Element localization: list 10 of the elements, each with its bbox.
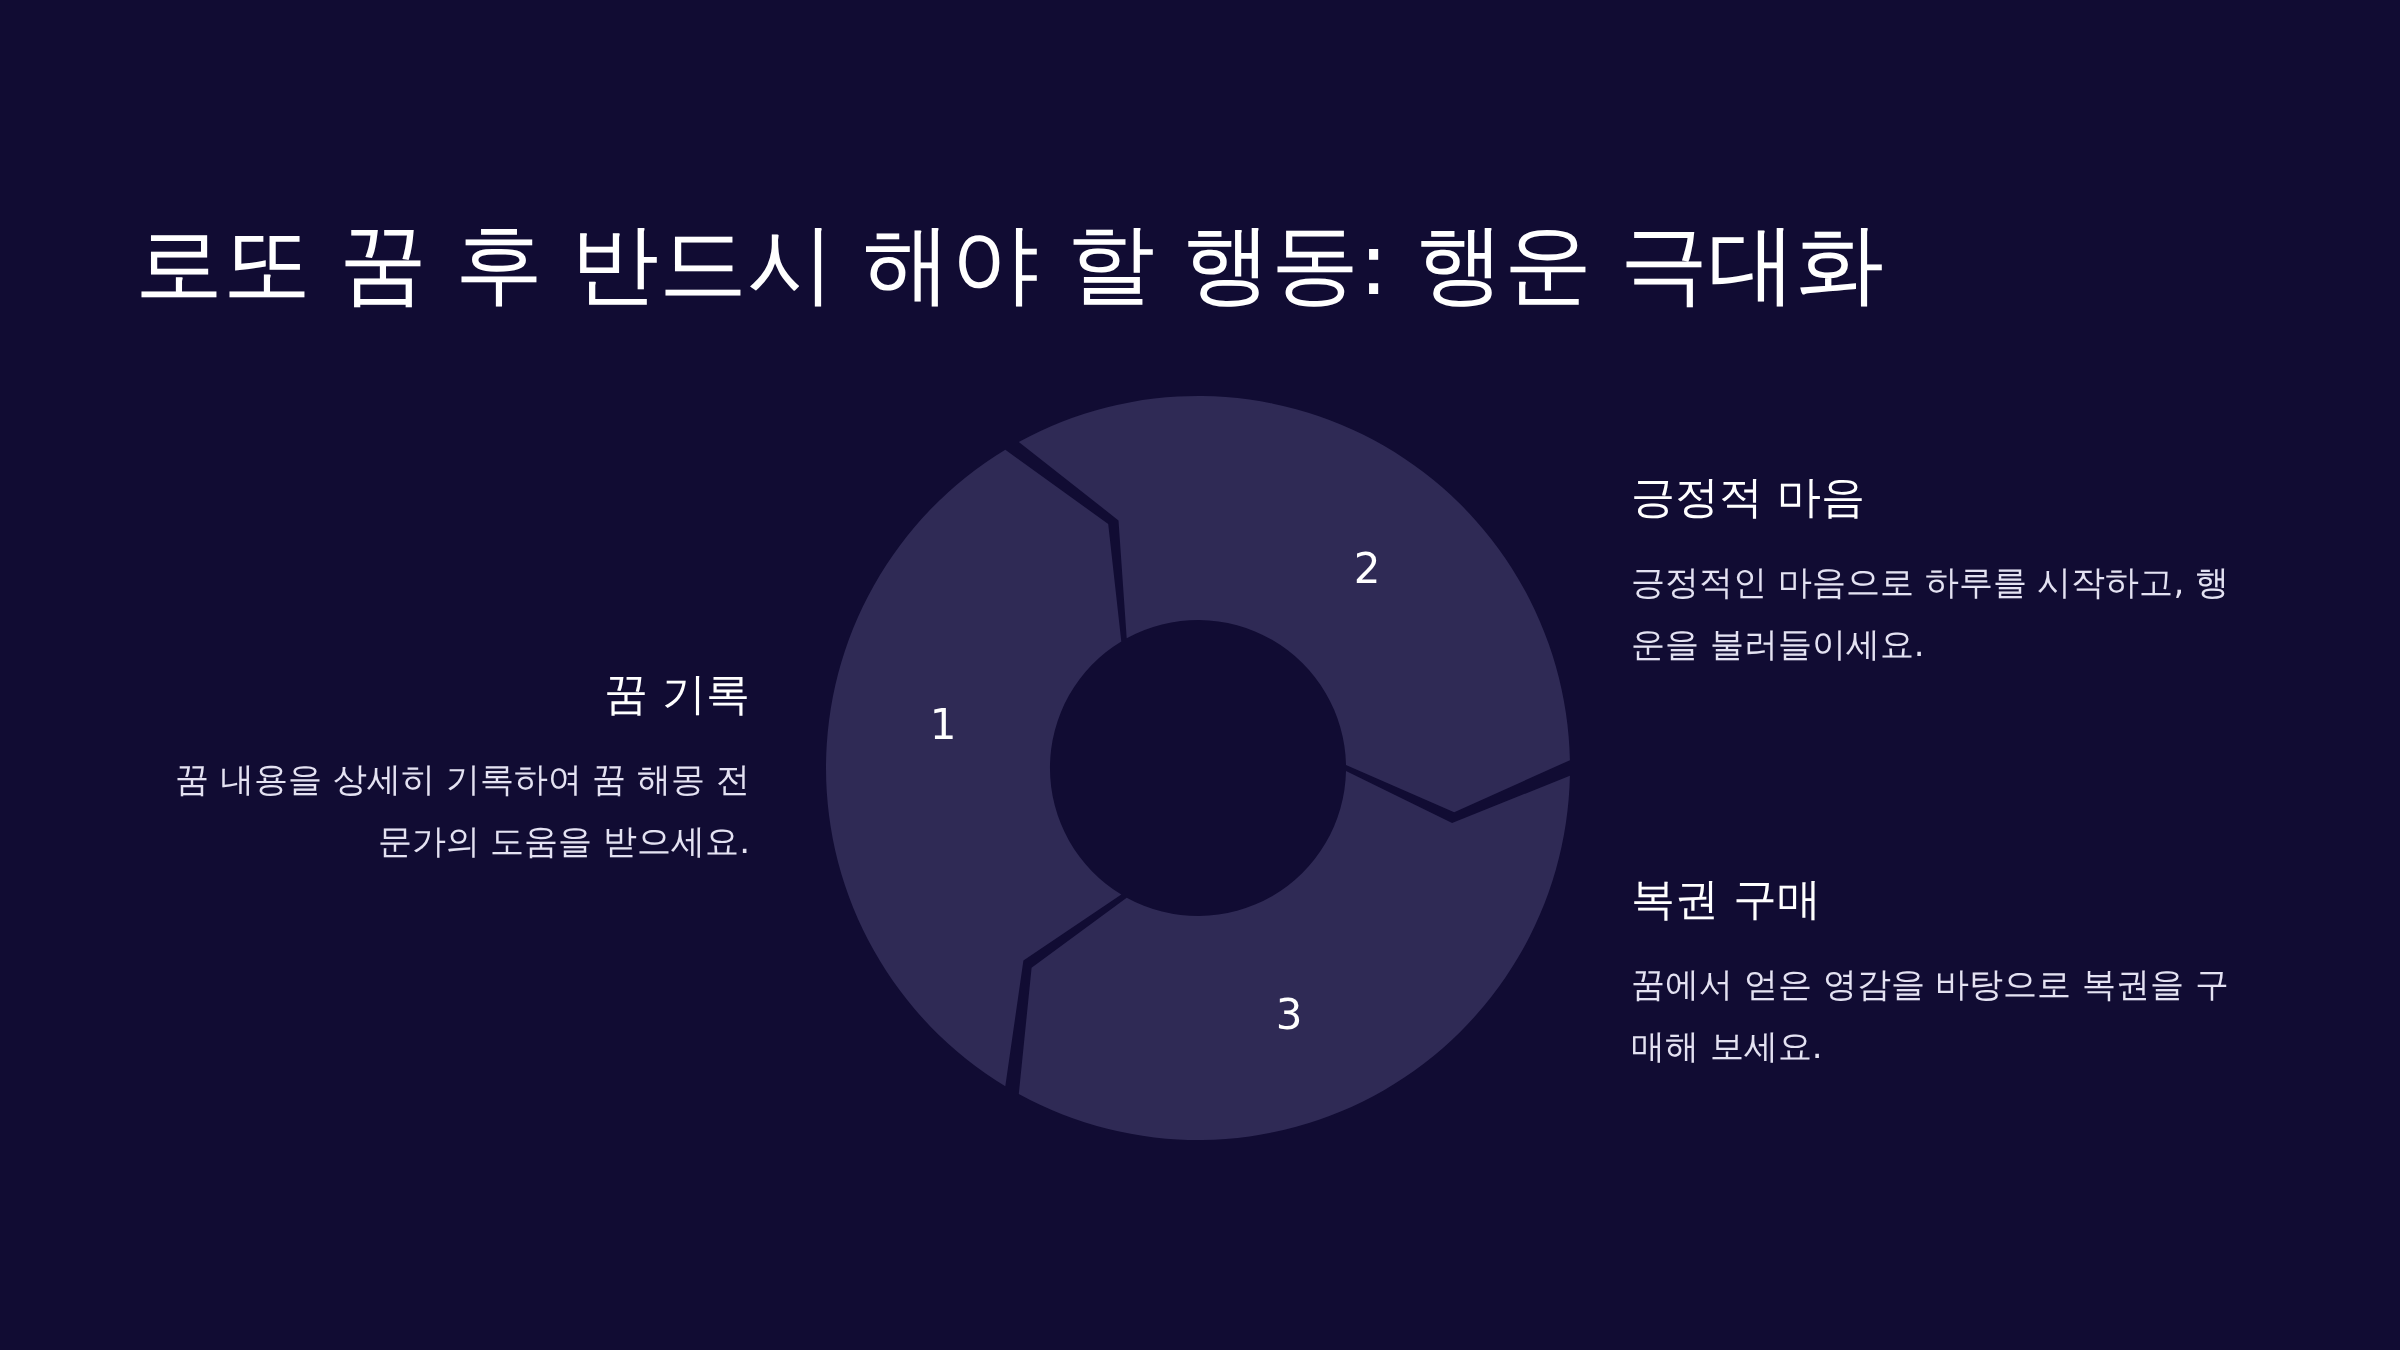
title: 로또 꿈 후 반드시 해야 할 행동: 행운 극대화 [135, 211, 1885, 317]
step-number: 2 [1353, 543, 1381, 593]
step-description: 긍정적인 마음으로 하루를 시작하고, 행운을 불러들이세요. [1631, 561, 2231, 666]
step-heading: 꿈 기록 [604, 667, 750, 721]
step-heading: 긍정적 마음 [1631, 470, 1865, 524]
step-description: 꿈에서 얻은 영감을 바탕으로 복권을 구매해 보세요. [1631, 963, 2231, 1068]
step-heading: 복권 구매 [1631, 872, 1821, 926]
step-number: 3 [1275, 989, 1303, 1039]
step-description: 꿈 내용을 상세히 기록하여 꿈 해몽 전문가의 도움을 받으세요. [174, 758, 750, 863]
step-number: 1 [929, 699, 957, 749]
